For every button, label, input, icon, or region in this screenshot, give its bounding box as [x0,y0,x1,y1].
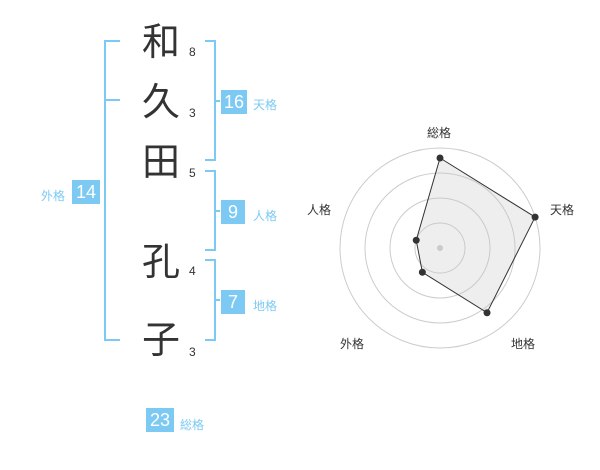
stroke-count-2: 3 [189,106,196,120]
radar-ring-1 [414,222,466,274]
name-char-5: 子 [141,318,180,362]
name-char-3: 田 [141,140,180,184]
radar-point-1 [436,154,444,162]
radar-label-soukaku: 総格 [427,126,452,140]
radar-label-tenkaku: 天格 [550,203,575,217]
chikaku-value: 7 [221,290,245,314]
radar-point-5 [412,236,420,244]
radar-point-2 [531,213,539,221]
stroke-count-5: 3 [189,345,196,359]
tenkaku-label: 天格 [253,98,278,112]
radar-ring-3 [364,172,516,324]
jinkaku-label: 人格 [253,209,278,223]
jinkaku-value: 9 [221,200,245,224]
gaikaku-label: 外格 [41,189,66,203]
soukaku-label: 総格 [180,418,205,432]
radar-label-jinkaku: 人格 [307,203,332,217]
stroke-count-3: 5 [189,166,196,180]
radar-label-chikaku: 地格 [511,337,536,351]
radar-polygon [415,157,536,314]
radar-ring-4 [339,147,541,349]
radar-point-4 [418,268,426,276]
tenkaku-value: 16 [221,90,247,114]
radar-center [437,245,443,251]
soukaku-value: 23 [146,408,174,432]
radar-label-gaikaku: 外格 [340,337,365,351]
gaikaku-value: 14 [72,180,100,204]
stroke-count-1: 8 [189,45,196,59]
stroke-count-4: 4 [189,264,196,278]
name-char-1: 和 [141,20,180,64]
radar-point-3 [483,309,491,317]
radar-ring-2 [389,197,491,299]
name-char-4: 孔 [141,240,180,284]
name-char-2: 久 [141,80,180,124]
chikaku-label: 地格 [253,299,278,313]
